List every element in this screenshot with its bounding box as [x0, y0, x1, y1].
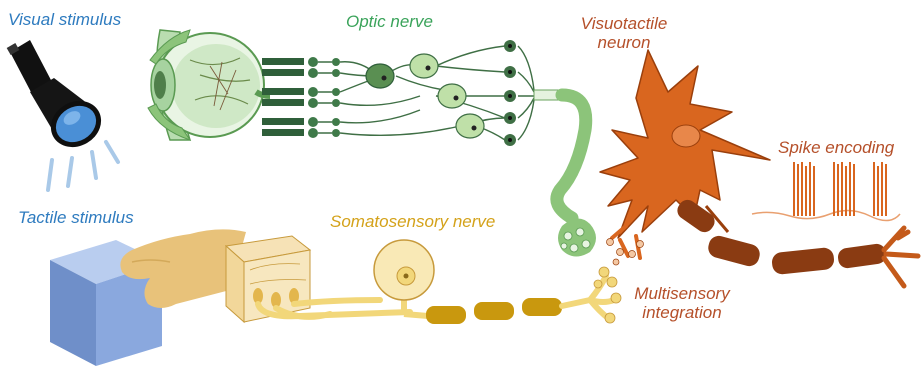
visuotactile-neuron [600, 50, 918, 286]
spike-trace [752, 162, 900, 221]
label-tactile-stimulus: Tactile stimulus [18, 208, 134, 227]
label-optic-nerve: Optic nerve [346, 12, 433, 31]
eye-icon [148, 30, 270, 140]
label-multisensory-integration: Multisensory integration [626, 284, 738, 322]
label-visuotactile-line2: neuron [568, 33, 680, 52]
photoreceptor-layer [262, 40, 534, 146]
label-visuotactile-line1: Visuotactile [568, 14, 680, 33]
label-visual-stimulus: Visual stimulus [8, 10, 121, 29]
label-spike-encoding: Spike encoding [778, 138, 894, 157]
label-multisensory-line2: integration [626, 303, 738, 322]
label-somatosensory-nerve: Somatosensory nerve [330, 212, 495, 231]
flashlight-icon [7, 40, 118, 190]
skin-block [226, 236, 310, 322]
label-visuotactile-neuron: Visuotactile neuron [568, 14, 680, 52]
label-multisensory-line1: Multisensory [626, 284, 738, 303]
optic-nerve-fiber [534, 90, 596, 257]
